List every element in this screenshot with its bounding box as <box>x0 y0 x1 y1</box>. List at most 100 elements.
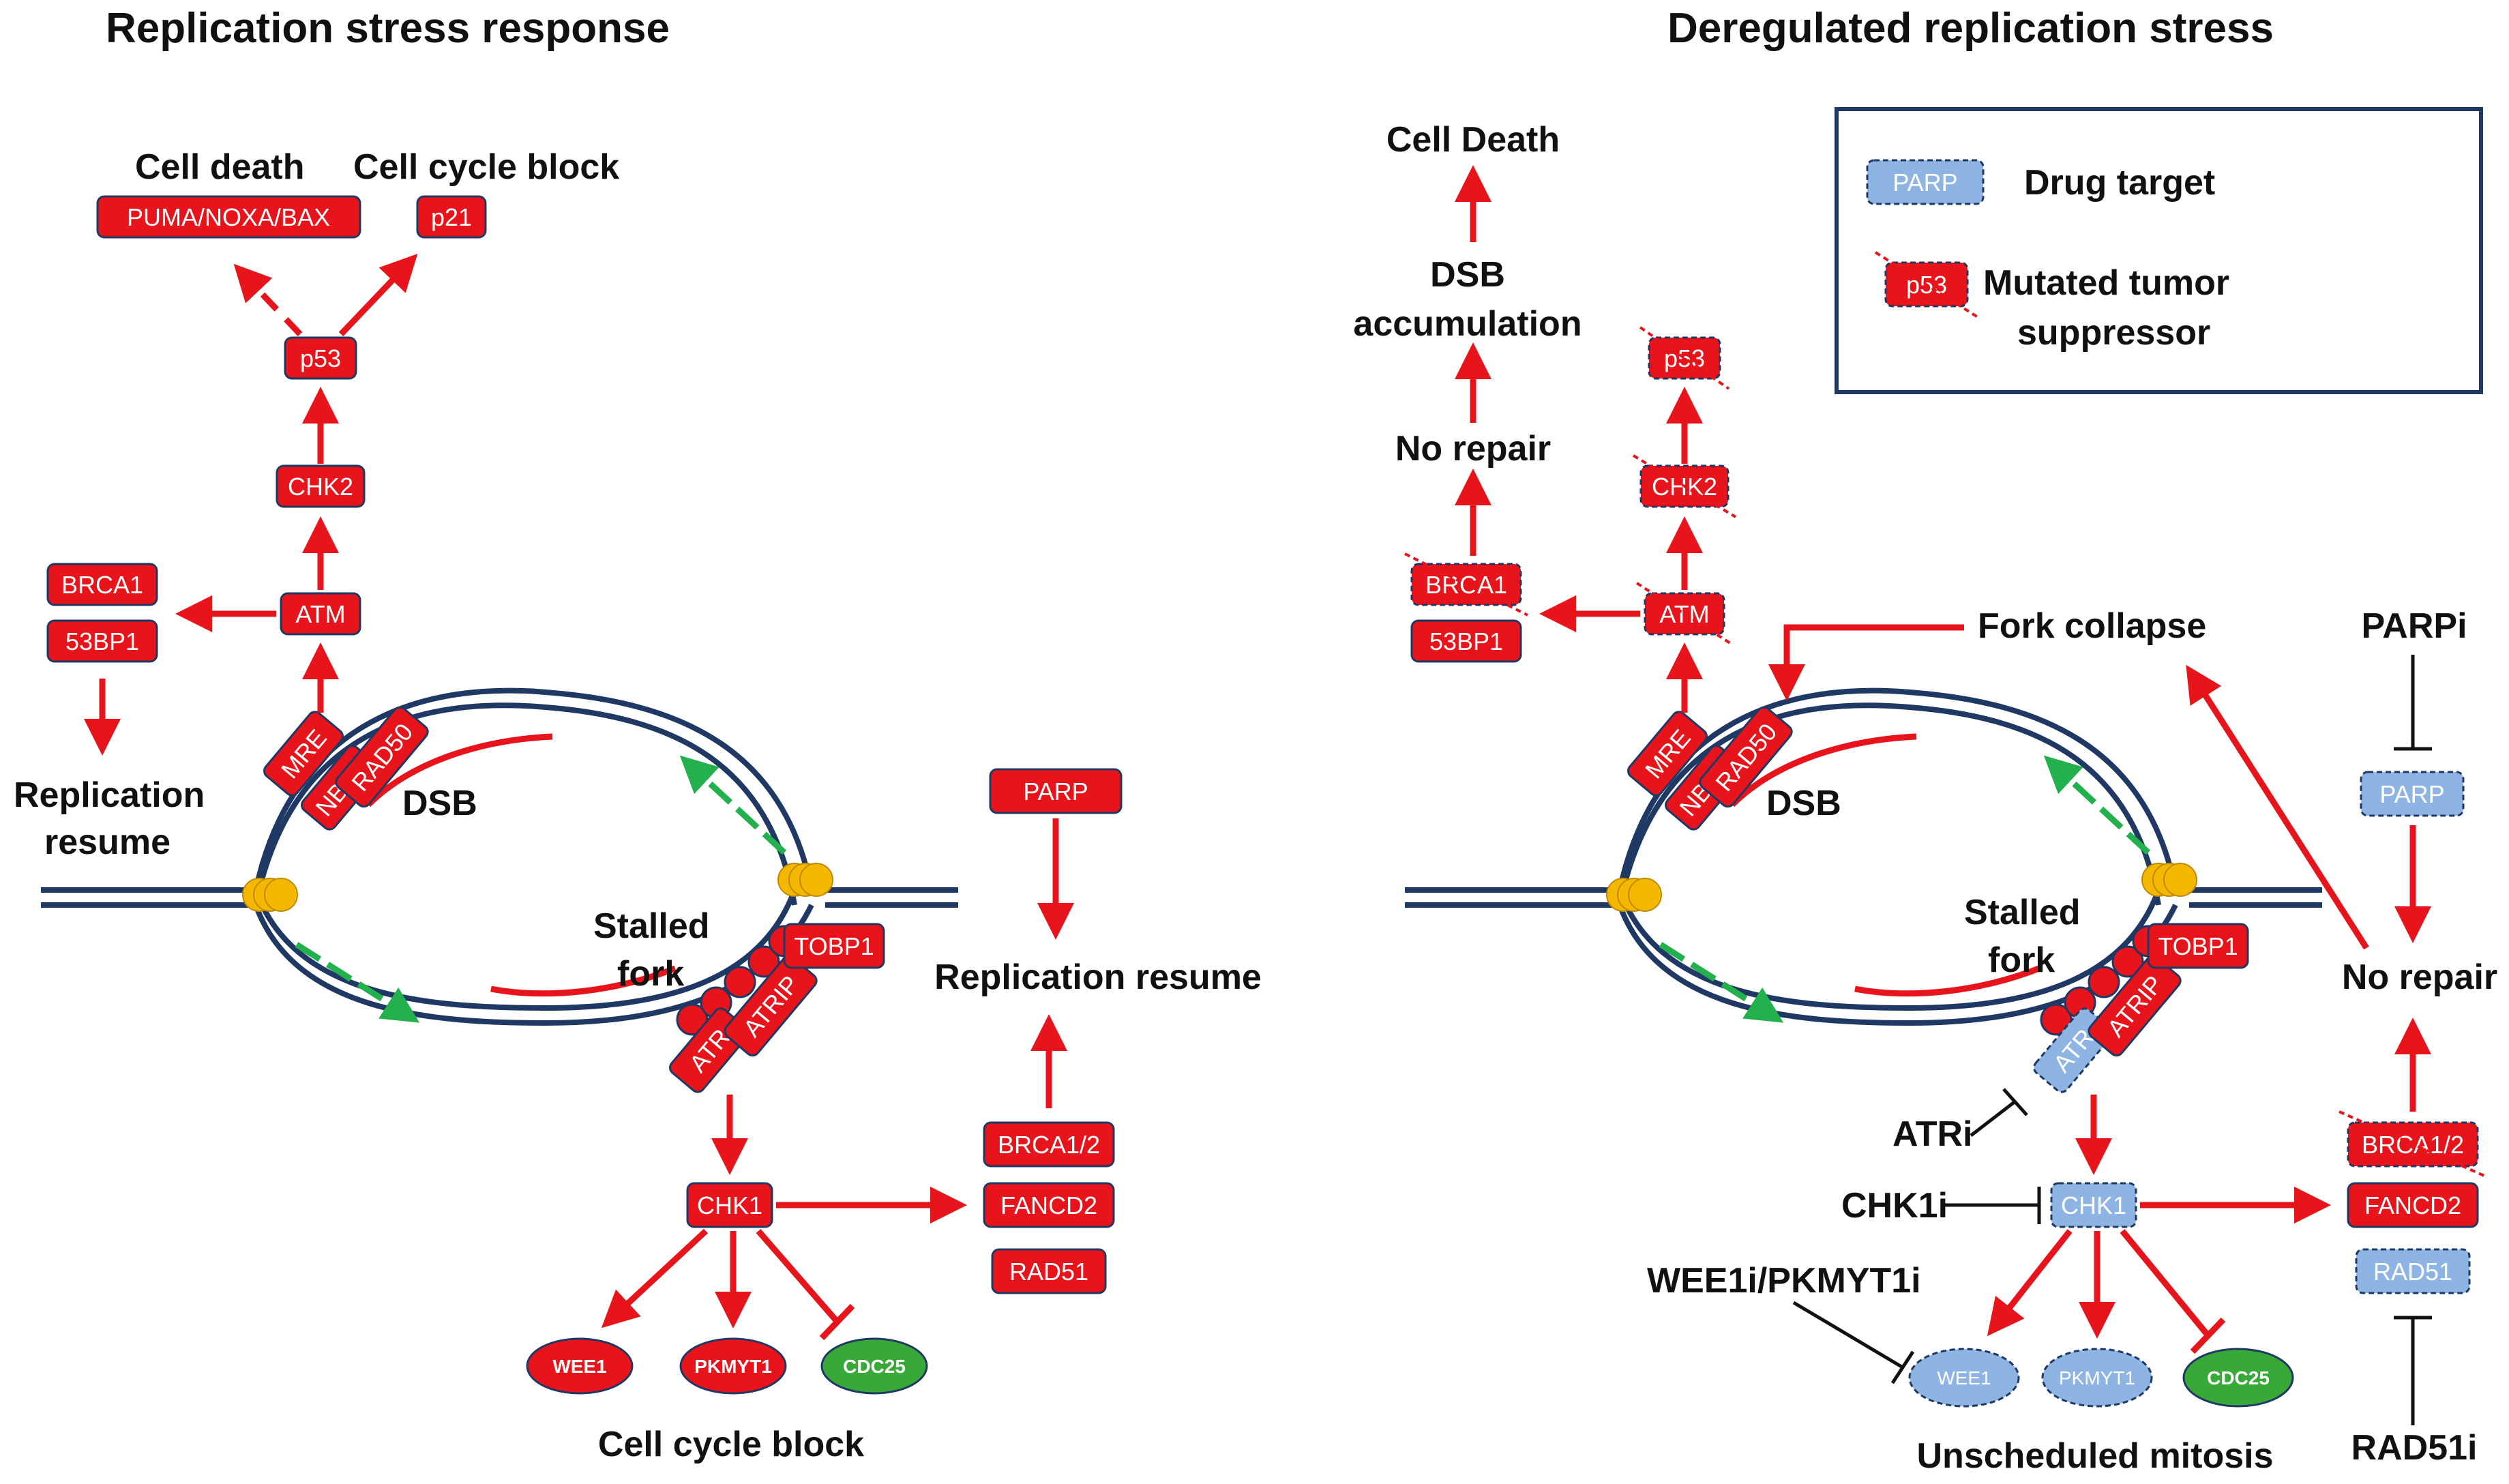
pkmyt1-text: PKMYT1 <box>694 1356 772 1377</box>
replication-resume-label: Replication resume <box>934 958 1262 997</box>
chk1-right-box <box>2050 1182 2137 1228</box>
right-panel: Cell Death DSB accumulation No repair p5… <box>1353 107 2497 1476</box>
wee1-right-node <box>1908 1348 2020 1408</box>
dsb-fork-right: DSB <box>1766 784 1841 823</box>
p53-box <box>284 336 357 380</box>
parp-right-box <box>2360 771 2465 817</box>
tobp1-right-text: TOBP1 <box>2158 932 2238 960</box>
stalled-label: Stalled <box>593 906 710 946</box>
cell-death-right: Cell Death <box>1386 120 1560 160</box>
legend-box <box>1835 107 2483 394</box>
fancd2-right-text: FANCD2 <box>2364 1191 2461 1219</box>
parpi-label: PARPi <box>2361 606 2467 646</box>
replication-label: Replication <box>14 775 205 815</box>
legend-mutated-2: suppressor <box>2017 313 2210 353</box>
left-panel: Cell death Cell cycle block PUMA/NOXA/BA… <box>14 147 1262 1464</box>
rad51-text: RAD51 <box>1009 1258 1088 1286</box>
no-repair-left-label: No repair <box>1395 429 1551 469</box>
chk1-box <box>686 1182 773 1228</box>
atm-mut-text: ATM <box>1659 600 1709 628</box>
rad51-right-text: RAD51 <box>2373 1258 2452 1286</box>
brca1-text: BRCA1 <box>61 571 143 599</box>
puma-box <box>96 195 361 239</box>
53bp1-box <box>46 619 158 663</box>
pkmyt1-node <box>679 1337 787 1395</box>
wee1-node <box>526 1337 634 1395</box>
parp-right-text: PARP <box>2379 780 2444 808</box>
rad51i-label: RAD51i <box>2351 1428 2478 1468</box>
no-repair-right-label: No repair <box>2342 958 2497 997</box>
chk2-box <box>276 464 366 508</box>
53bp1-right-text: 53BP1 <box>1429 627 1503 655</box>
dsb-label: DSB <box>402 784 477 823</box>
fork-label: fork <box>617 954 684 994</box>
chk1i-label: CHK1i <box>1841 1186 1948 1226</box>
green-arrow <box>1659 942 1784 1023</box>
chk1-right-text: CHK1 <box>2061 1191 2126 1219</box>
cdc25-right-node <box>2182 1348 2294 1408</box>
p21-box <box>416 195 487 239</box>
fancd2-text: FANCD2 <box>1000 1191 1097 1219</box>
parp-text: PARP <box>1023 777 1088 805</box>
p53-mut-box <box>1648 336 1721 380</box>
fork-collapse-label: Fork collapse <box>1978 606 2206 646</box>
53bp1-text: 53BP1 <box>65 627 139 655</box>
puma-text: PUMA/NOXA/BAX <box>127 203 330 231</box>
cdc25-text: CDC25 <box>843 1356 906 1377</box>
accumulation-right: accumulation <box>1353 304 1582 344</box>
legend-drug-target: Drug target <box>2024 163 2215 203</box>
cell-death-label: Cell death <box>135 147 305 187</box>
tobp1-box <box>783 923 885 969</box>
cdc25-node <box>820 1337 928 1395</box>
pkmyt1-right-node <box>2041 1348 2153 1408</box>
fancd2-right-box <box>2347 1182 2479 1228</box>
left-title: Replication stress response <box>106 5 670 52</box>
green-arrow <box>2043 755 2151 855</box>
right-arrows <box>1455 165 2431 1354</box>
cell-cycle-block-label: Cell cycle block <box>353 147 619 187</box>
rad51-box <box>991 1248 1107 1294</box>
legend-mutated-1: Mutated tumor <box>1983 263 2229 303</box>
helicase-left <box>242 863 833 912</box>
pkmyt1-right-text: PKMYT1 <box>2059 1367 2135 1389</box>
parp-box <box>989 768 1123 814</box>
mutation-slashes <box>1404 326 1737 646</box>
helicase-right <box>1606 863 2197 912</box>
wee1-text: WEE1 <box>552 1356 606 1377</box>
inhibitor-lines <box>1792 655 2432 1425</box>
chk1-text: CHK1 <box>697 1191 762 1219</box>
stalled-right: Stalled <box>1964 893 2081 932</box>
brca1-box <box>46 563 158 606</box>
p53-text: p53 <box>300 344 341 372</box>
resume-label: resume <box>44 822 170 862</box>
wee1i-label: WEE1i/PKMYT1i <box>1647 1261 1921 1301</box>
atm-text: ATM <box>295 600 345 628</box>
rad51-right-box <box>2355 1248 2471 1294</box>
nascent-strand <box>1854 965 2040 997</box>
right-title: Deregulated replication stress <box>1667 5 2274 52</box>
nascent-strand <box>1729 733 1917 807</box>
mutation-slash <box>2339 1110 2486 1178</box>
dsb-right: DSB <box>1430 255 1505 295</box>
fork-right: fork <box>1988 940 2055 980</box>
atri-label: ATRi <box>1892 1114 1972 1154</box>
legend-parp-text: PARP <box>1892 168 1957 196</box>
p21-text: p21 <box>431 203 472 231</box>
fancd2-box <box>983 1182 1115 1228</box>
unscheduled-mitosis-label: Unscheduled mitosis <box>1917 1436 2274 1476</box>
cell-cycle-block-bottom: Cell cycle block <box>598 1425 864 1464</box>
brca12-box <box>983 1121 1115 1168</box>
atm-box <box>280 592 361 636</box>
left-arrows <box>84 253 1074 1341</box>
brca12-text: BRCA1/2 <box>998 1131 1100 1159</box>
chk2-text: CHK2 <box>288 473 353 501</box>
tobp1-right-box <box>2147 923 2249 969</box>
green-arrow <box>295 942 420 1023</box>
green-arrow <box>679 755 787 855</box>
tobp1-text: TOBP1 <box>794 932 874 960</box>
wee1-right-text: WEE1 <box>1937 1367 1991 1389</box>
legend-mutation-slash <box>1874 251 1979 318</box>
53bp1-right-box <box>1410 619 1522 663</box>
legend-parp-swatch <box>1866 159 1985 205</box>
